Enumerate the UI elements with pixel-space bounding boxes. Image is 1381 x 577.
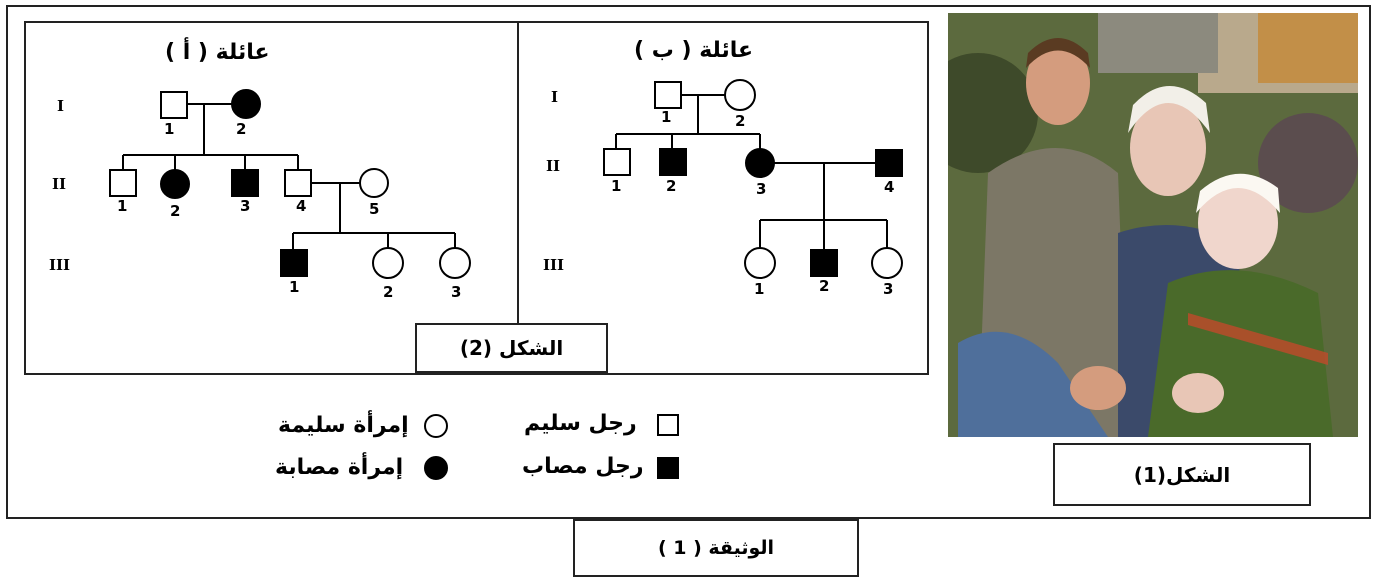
legend-affected-man-symbol <box>657 457 679 479</box>
fa-num-II4: 4 <box>296 197 307 215</box>
fb-num-I2: 2 <box>735 112 746 130</box>
fb-num-II1: 1 <box>611 177 622 195</box>
fa-II5-healthy-woman <box>359 168 389 198</box>
fb-III3-healthy-woman <box>871 247 903 279</box>
fb-gen-III: III <box>543 256 565 274</box>
fa-II3-affected-man <box>231 169 259 197</box>
fa-gen-III: III <box>49 256 71 274</box>
fa-num-II2: 2 <box>170 202 181 220</box>
figure2-box <box>24 21 929 375</box>
family-divider <box>517 21 519 323</box>
legend-affected-woman-symbol <box>424 456 448 480</box>
fb-num-III1: 1 <box>754 280 765 298</box>
fa-I2-affected-woman <box>231 89 261 119</box>
fb-gen-II: II <box>546 157 561 175</box>
fa-II4-healthy-man <box>284 169 312 197</box>
fa-gen-I: I <box>57 97 65 115</box>
fb-II3-affected-woman <box>745 148 775 178</box>
figure2-caption: الشكل (2) <box>415 323 608 373</box>
document-label: الوثيقة ( 1 ) <box>573 519 859 577</box>
fb-I2-healthy-woman <box>724 79 756 111</box>
fb-II1-healthy-man <box>603 148 631 176</box>
legend-healthy-man-symbol <box>657 414 679 436</box>
fb-num-I1: 1 <box>661 108 672 126</box>
fb-num-III2: 2 <box>819 277 830 295</box>
fa-num-III2: 2 <box>383 283 394 301</box>
fa-III2-healthy-woman <box>372 247 404 279</box>
fb-num-II2: 2 <box>666 177 677 195</box>
legend-healthy-man-label: رجل سليم <box>524 411 637 436</box>
figure1-caption: الشكل(1) <box>1053 443 1311 506</box>
fa-num-III1: 1 <box>289 278 300 296</box>
fa-II2-affected-woman <box>160 169 190 199</box>
photo-family-albinism-icon <box>948 13 1358 437</box>
figure1-photo <box>948 13 1358 437</box>
fa-I1-healthy-man <box>160 91 188 119</box>
fb-II2-affected-man <box>659 148 687 176</box>
fa-num-I2: 2 <box>236 120 247 138</box>
fa-num-I1: 1 <box>164 120 175 138</box>
fa-num-III3: 3 <box>451 283 462 301</box>
fa-III1-affected-man <box>280 249 308 277</box>
fa-gen-II: II <box>52 175 67 193</box>
legend-healthy-woman-symbol <box>424 414 448 438</box>
fa-num-II3: 3 <box>240 197 251 215</box>
fb-II4-affected-man <box>875 149 903 177</box>
fa-II1-healthy-man <box>109 169 137 197</box>
fb-III2-affected-man <box>810 249 838 277</box>
fb-num-III3: 3 <box>883 280 894 298</box>
fb-I1-healthy-man <box>654 81 682 109</box>
fa-num-II1: 1 <box>117 197 128 215</box>
fb-gen-I: I <box>551 88 559 106</box>
legend-affected-woman-label: إمرأة مصابة <box>275 455 404 480</box>
fb-num-II3: 3 <box>756 180 767 198</box>
fb-num-II4: 4 <box>884 178 895 196</box>
fa-III3-healthy-woman <box>439 247 471 279</box>
family-a-title: عائلة ( أ ) <box>165 40 270 65</box>
fa-num-II5: 5 <box>369 200 380 218</box>
legend-healthy-woman-label: إمرأة سليمة <box>278 413 409 438</box>
family-b-title: عائلة ( ب ) <box>634 38 754 63</box>
legend-affected-man-label: رجل مصاب <box>522 454 644 479</box>
fb-III1-healthy-woman <box>744 247 776 279</box>
